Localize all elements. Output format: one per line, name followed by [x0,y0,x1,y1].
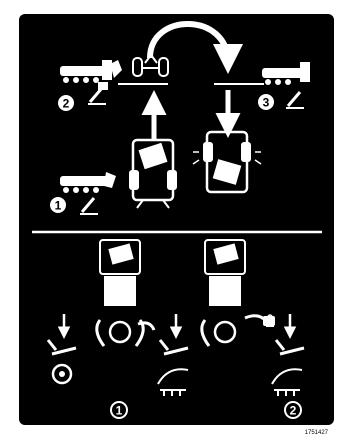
step-number: 3 [263,96,270,110]
step-number: 1 [116,404,123,418]
step-badge-solid-3: 3 [258,94,274,110]
part-number: 1751427 [305,430,329,436]
step-number: 1 [55,199,62,213]
step-badge-solid-2: 2 [58,95,74,111]
lock-icon [266,320,274,327]
step-badge-outline-2: 2 [285,402,301,418]
step-badge-solid-1: 1 [50,197,66,213]
step-number: 2 [290,404,297,418]
step-number: 2 [63,97,70,111]
step-badge-outline-1: 1 [111,402,127,418]
